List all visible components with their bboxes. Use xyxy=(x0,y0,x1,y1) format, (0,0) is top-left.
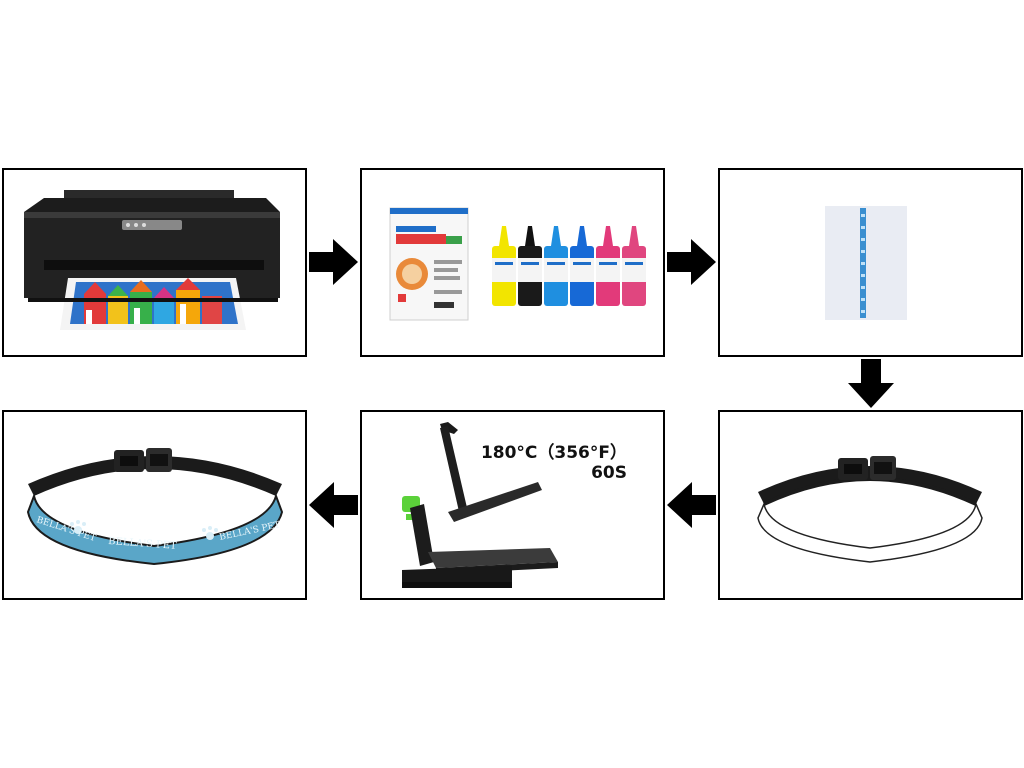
step-4-blank-collar-panel xyxy=(718,410,1023,600)
step-1-printer-panel xyxy=(2,168,307,357)
temperature-label: 180°C（356°F） xyxy=(480,443,627,463)
transfer-paper-and-inks-icon xyxy=(389,207,646,321)
arrow-right-icon xyxy=(667,239,716,285)
heat-press-icon xyxy=(402,422,558,588)
time-label: 60S xyxy=(591,463,627,483)
blank-collar-icon xyxy=(757,456,983,563)
arrow-down-icon xyxy=(848,359,894,408)
arrow-left-icon xyxy=(309,482,358,528)
step-3-printed-sheet-panel xyxy=(718,168,1023,357)
printed-transfer-sheet-icon xyxy=(825,206,907,320)
arrow-left-icon xyxy=(667,482,716,528)
printed-collar-icon: BELLA'S PET BELLA'S PET BELLA'S PET xyxy=(26,448,284,566)
step-2-supplies-panel xyxy=(360,168,665,357)
arrow-right-icon xyxy=(309,239,358,285)
printer-icon xyxy=(24,190,280,330)
step-5-heat-press-panel: 180°C（356°F） 60S xyxy=(360,410,665,600)
step-6-printed-collar-panel: BELLA'S PET BELLA'S PET BELLA'S PET xyxy=(2,410,307,600)
collar-print-text: BELLA'S PET xyxy=(108,536,178,552)
